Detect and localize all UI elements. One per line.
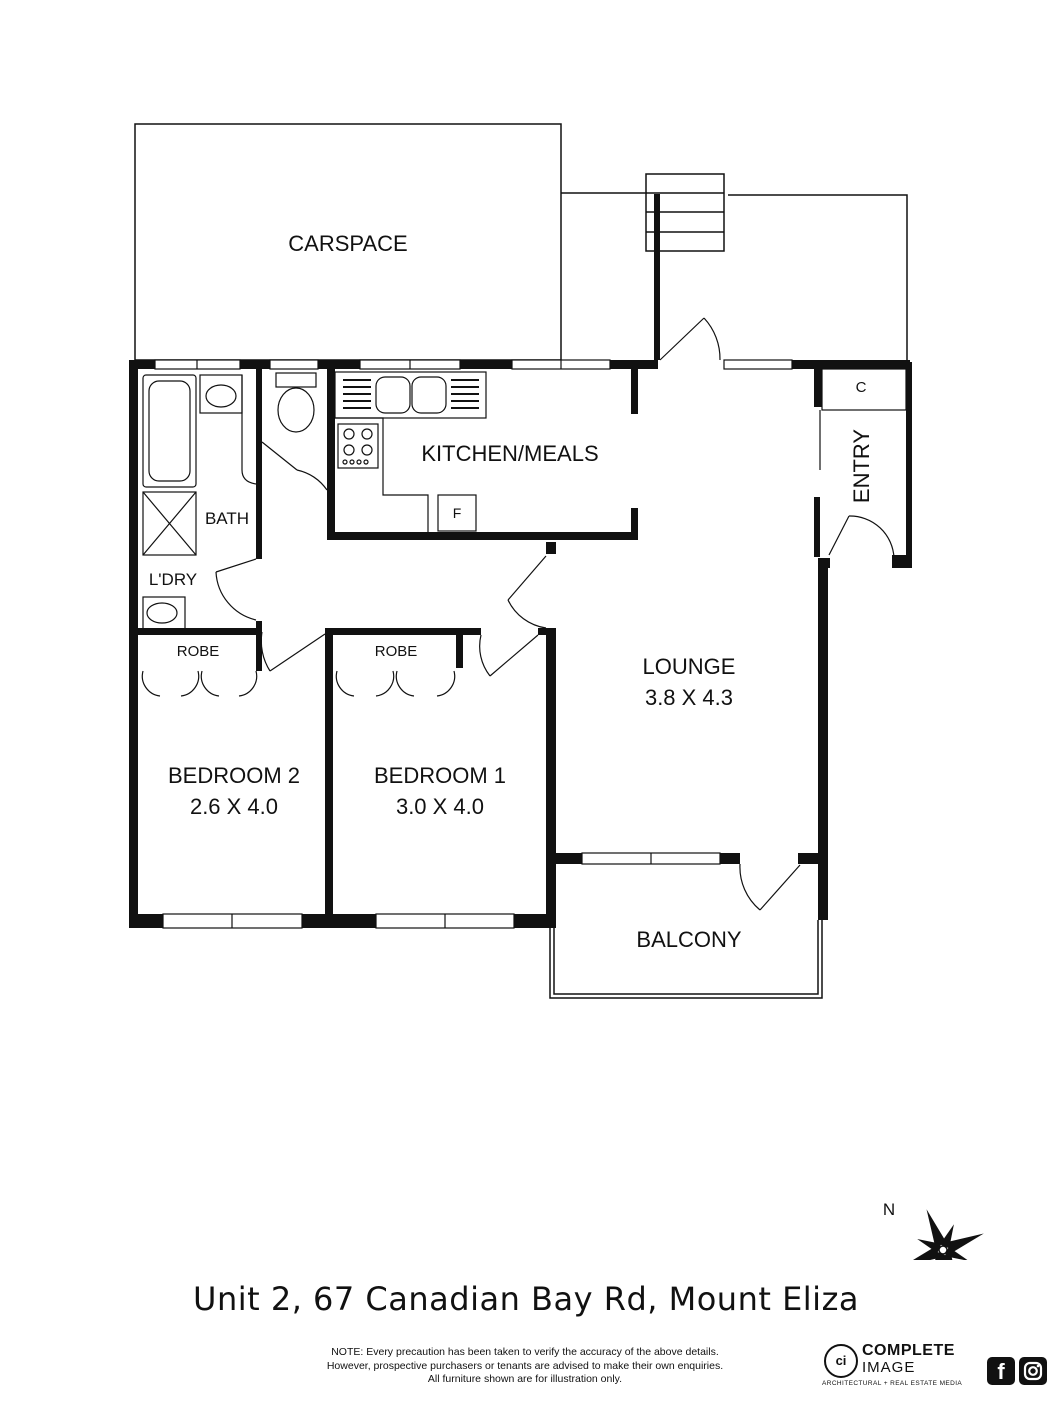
room-labels: CARSPACE KITCHEN/MEALS F BATH L'DRY ROBE… (149, 231, 874, 952)
carspace-label: CARSPACE (288, 231, 407, 256)
bathtub-icon (142, 374, 197, 488)
instagram-icon[interactable] (1019, 1357, 1047, 1385)
floor-plan: CARSPACE KITCHEN/MEALS F BATH L'DRY ROBE… (129, 123, 984, 1260)
cooktop-icon (337, 423, 379, 469)
instagram-glyph (1023, 1361, 1043, 1381)
windows (154, 359, 793, 929)
bedroom1-name: BEDROOM 1 (374, 763, 506, 788)
toilet-icon (275, 372, 317, 388)
brand-logo: ci COMPLETE IMAGE ARCHITECTURAL + REAL E… (822, 1342, 982, 1390)
disclaimer-note: NOTE: Every precaution has been taken to… (270, 1346, 780, 1387)
compass-rose-icon (902, 1209, 984, 1260)
brand-name-line2: IMAGE (862, 1359, 916, 1376)
balcony-label: BALCONY (636, 927, 741, 952)
cupboard-label: C (856, 379, 867, 396)
kitchen-label: KITCHEN/MEALS (421, 441, 598, 466)
lounge-size: 3.8 X 4.3 (645, 685, 733, 710)
bedroom1-size: 3.0 X 4.0 (396, 794, 484, 819)
doors (141, 317, 895, 911)
shower-icon (142, 491, 197, 556)
compass-north-label: N (883, 1200, 895, 1219)
entry-cupboard (821, 368, 907, 411)
fixtures (142, 368, 907, 630)
fridge-box (437, 494, 477, 532)
fridge-label: F (453, 505, 462, 521)
bedroom2-name: BEDROOM 2 (168, 763, 300, 788)
laundry-label: L'DRY (149, 570, 197, 589)
lounge-name: LOUNGE (643, 654, 736, 679)
bath-label: BATH (205, 509, 249, 528)
entry-label: ENTRY (849, 429, 874, 503)
bedroom2-size: 2.6 X 4.0 (190, 794, 278, 819)
disclaimer-line: However, prospective purchasers or tenan… (326, 1359, 724, 1372)
disclaimer-line: All furniture shown are for illustration… (427, 1373, 623, 1385)
robe-left-label: ROBE (177, 643, 220, 660)
walls (129, 194, 912, 928)
brand-name-line1: COMPLETE (862, 1342, 955, 1359)
facebook-icon[interactable]: f (987, 1357, 1015, 1385)
brand-monogram: ci (824, 1344, 858, 1378)
robe-right-label: ROBE (375, 643, 418, 660)
brand-tagline: ARCHITECTURAL + REAL ESTATE MEDIA (822, 1380, 963, 1387)
facebook-glyph: f (997, 1359, 1005, 1384)
disclaimer-line: NOTE: Every precaution has been taken to… (331, 1346, 719, 1358)
property-address: Unit 2, 67 Canadian Bay Rd, Mount Eliza (193, 1280, 859, 1318)
